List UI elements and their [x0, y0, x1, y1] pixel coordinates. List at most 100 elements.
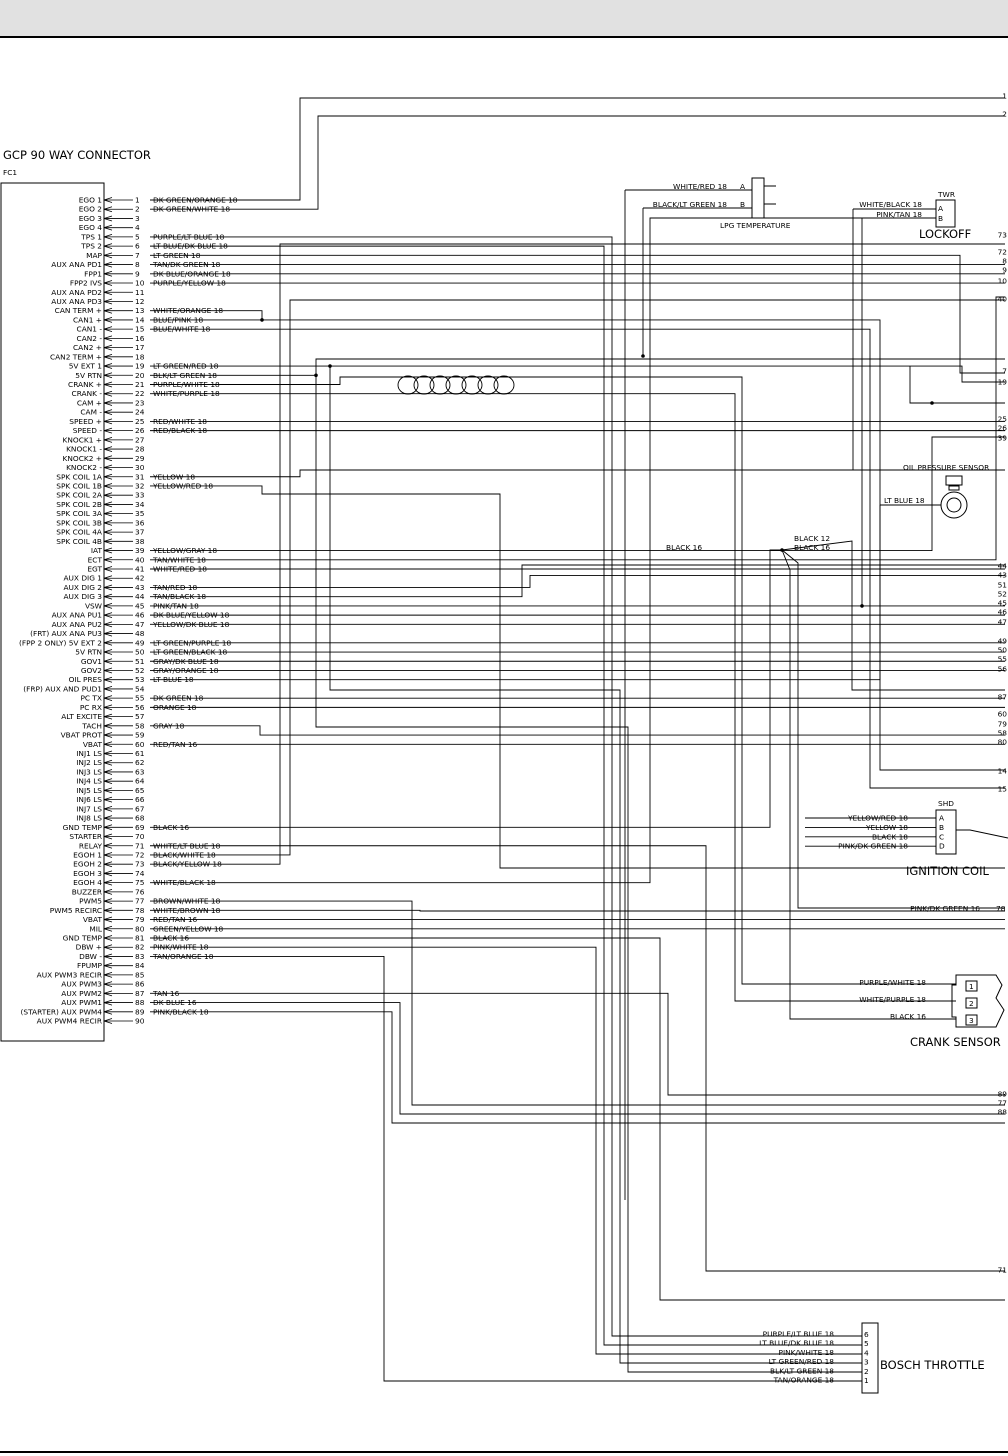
coil-loop: [429, 375, 451, 395]
pin-arrow: [103, 879, 133, 886]
pin-arrow: [103, 686, 133, 692]
pin-arrow: [103, 704, 133, 711]
pin-number: 87: [135, 989, 145, 998]
lockoff-ref: TWR: [937, 190, 955, 199]
pin-arrow: [103, 925, 133, 932]
oil-pressure-sensor: OIL PRESSURE SENSOR LT BLUE 18: [880, 463, 989, 519]
pin-label: SPK COIL 4A: [56, 528, 102, 537]
pin-number: 75: [135, 878, 145, 887]
pin-number: 44: [135, 592, 145, 601]
pin-number: 54: [135, 684, 145, 693]
wire-path: [315, 358, 1005, 376]
pin-arrow: [103, 335, 133, 342]
pin-number: 71: [135, 841, 145, 850]
pin-label: KNOCK2 -: [66, 463, 102, 472]
pin-number: 31: [135, 472, 145, 481]
ignition-pin: D: [939, 842, 945, 851]
throttle-title: BOSCH THROTTLE: [880, 1358, 985, 1372]
pin-number: 1: [135, 196, 140, 205]
crank-wire-label: PURPLE/WHITE 18: [859, 978, 926, 987]
pin-label: FPP1: [84, 269, 102, 278]
lockoff-box: [935, 199, 956, 228]
edge-number: 14: [998, 767, 1008, 776]
throttle-pin: 4: [864, 1348, 869, 1357]
pin-number: 79: [135, 915, 145, 924]
pin-number: 37: [135, 528, 145, 537]
wire-path: [330, 365, 1005, 383]
pin-arrow: [103, 501, 133, 508]
pin-number: 33: [135, 491, 145, 500]
pin-label: AUX ANA PD1: [51, 260, 102, 269]
wire-path: [150, 299, 1005, 856]
throttle-wire-label: LT BLUE/DK BLUE 18: [759, 1339, 834, 1348]
crank-pin-box: [965, 980, 978, 992]
pin-arrow: [103, 206, 133, 213]
wire-path: [781, 549, 956, 1020]
pin-label: CAN1 -: [77, 325, 103, 334]
pin-label: (FRT) AUX ANA PU3: [30, 629, 102, 638]
pin-label: KNOCK2 +: [63, 454, 102, 463]
pin-number: 76: [135, 887, 145, 896]
pin-number: 59: [135, 731, 145, 740]
pin-arrow: [103, 538, 133, 545]
edge-number: 80: [998, 738, 1008, 747]
pin-label: SPK COIL 2B: [56, 500, 102, 509]
pin-label: DBW +: [76, 943, 102, 952]
pin-arrow: [103, 999, 133, 1006]
pin-number: 29: [135, 454, 145, 463]
pin-arrow: [103, 197, 133, 203]
crank-housing: [951, 974, 1005, 1028]
ignition-pin: C: [939, 832, 944, 841]
pin-arrow: [103, 409, 133, 416]
edge-number: 77: [998, 1099, 1008, 1108]
pin-number: 62: [135, 758, 144, 767]
pin-label: VBAT: [83, 740, 103, 749]
pin-number: 46: [135, 611, 145, 620]
pin-arrow: [103, 1018, 133, 1024]
pin-arrow: [103, 326, 133, 333]
pin-label: AUX ANA PD2: [51, 288, 102, 297]
pin-arrow: [103, 344, 133, 351]
pin-arrow: [103, 824, 133, 831]
wire-path: [150, 1011, 1005, 1124]
pin-number: 22: [135, 389, 144, 398]
pin-label: AUX PWM3: [61, 980, 102, 989]
edge-number: 45: [998, 599, 1008, 608]
wire-path: [150, 436, 1005, 551]
pin-arrow: [103, 446, 133, 452]
ground-black12: BLACK 12: [794, 534, 830, 543]
pin-number: 7: [135, 251, 140, 260]
edge-number: 7: [1002, 367, 1007, 376]
wire-path: [150, 485, 1005, 869]
pin-arrow: [103, 759, 133, 766]
pin-arrow: [103, 695, 133, 702]
crank-pin: 2: [969, 999, 974, 1008]
crank-pin: 1: [969, 982, 974, 991]
wire-path: [150, 245, 862, 1346]
oil-sensor-body: [940, 491, 968, 519]
pin-arrow: [103, 778, 133, 785]
pin-number: 27: [135, 435, 145, 444]
pin-label: EGO 1: [79, 196, 103, 205]
pin-number: 18: [135, 352, 145, 361]
pin-arrow: [103, 427, 133, 434]
pin-label: 5V EXT 1: [69, 362, 103, 371]
lpg-wire-a: WHITE/RED 18: [673, 182, 727, 191]
pin-number: 13: [135, 306, 145, 315]
wire-path: [150, 236, 862, 1337]
pin-number: 30: [135, 463, 145, 472]
pin-label: AUX DIG 3: [63, 592, 102, 601]
pin-label: CAM -: [80, 408, 102, 417]
wire-path: [150, 97, 1005, 201]
pin-arrow: [103, 639, 133, 646]
pin-arrow: [103, 234, 133, 240]
pin-label: VBAT: [83, 915, 103, 924]
pin-number: 48: [135, 629, 145, 638]
pin-arrow: [103, 833, 133, 840]
pin-label: (FRP) AUX AND PUD1: [23, 684, 102, 693]
pin-number: 40: [135, 555, 145, 564]
pin-number: 21: [135, 380, 145, 389]
ignition-pin: A: [939, 814, 944, 823]
edge-number: 2: [1002, 110, 1007, 119]
pin-label: (STARTER) AUX PWM4: [21, 1007, 103, 1016]
